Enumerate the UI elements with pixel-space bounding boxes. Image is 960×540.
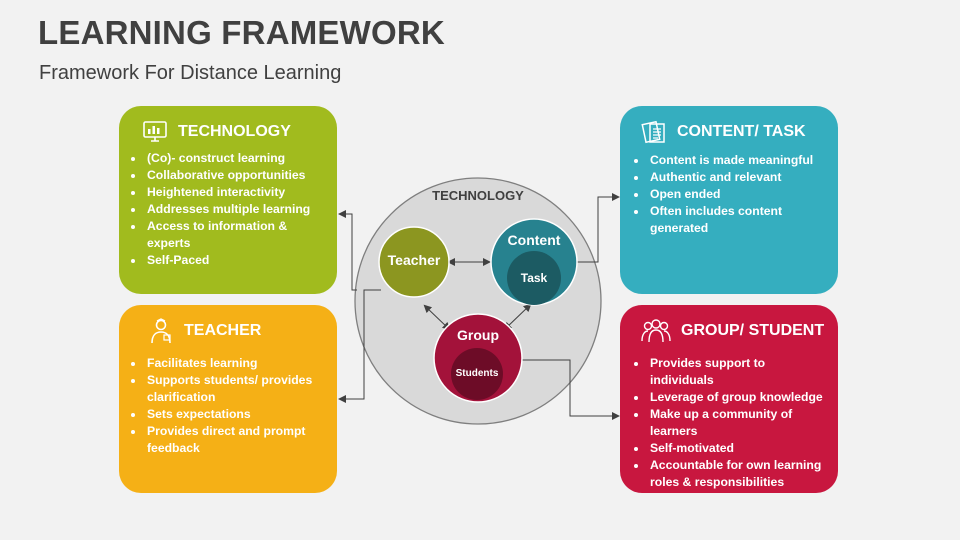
arrow-teacher-group (423, 304, 451, 331)
list-item: Facilitates learning (145, 355, 331, 372)
list-item: Collaborative opportunities (145, 167, 331, 184)
content-list: Content is made meaningful Authentic and… (626, 152, 832, 237)
computer-chart-icon (143, 121, 167, 142)
list-item: Often includes content generated (648, 203, 832, 237)
connector-group (518, 359, 620, 420)
list-item: Make up a community of learners (648, 406, 832, 440)
group-student-box: GROUP/ STUDENT Provides support to indiv… (620, 305, 838, 493)
teacher-icon (151, 318, 171, 344)
teacher-list: Facilitates learning Supports students/ … (123, 355, 331, 457)
documents-icon (641, 120, 665, 144)
list-item: Self-Paced (145, 252, 331, 269)
teacher-label: Teacher (387, 252, 441, 268)
technology-box-title: TECHNOLOGY (178, 123, 291, 140)
list-item: Content is made meaningful (648, 152, 832, 169)
list-item: Leverage of group knowledge (648, 389, 832, 406)
teacher-box: TEACHER Facilitates learning Supports st… (119, 305, 337, 493)
connector-teacher (338, 289, 381, 403)
list-item: Heightened interactivity (145, 184, 331, 201)
students-circle (451, 348, 503, 400)
list-item: Self-motivated (648, 440, 832, 457)
list-item: Provides direct and prompt feedback (145, 423, 331, 457)
task-label: Task (520, 271, 548, 285)
list-item: Provides support to individuals (648, 355, 832, 389)
group-people-icon (641, 319, 671, 343)
technology-list: (Co)- construct learning Collaborative o… (123, 150, 331, 269)
technology-box: TECHNOLOGY (Co)- construct learning Coll… (119, 106, 337, 294)
connector-technology (338, 210, 357, 291)
list-item: Open ended (648, 186, 832, 203)
connector-content (574, 193, 620, 263)
group-box-title: GROUP/ STUDENT (681, 322, 825, 339)
teacher-box-title: TEACHER (184, 322, 262, 339)
content-label: Content (507, 232, 561, 248)
students-label: Students (455, 368, 499, 379)
content-task-box: CONTENT/ TASK Content is made meaningful… (620, 106, 838, 294)
page-subtitle: Framework For Distance Learning (39, 62, 342, 84)
teacher-circle (378, 226, 450, 298)
group-label: Group (457, 327, 499, 343)
task-circle (507, 251, 561, 305)
list-item: Addresses multiple learning (145, 201, 331, 218)
list-item: Sets expectations (145, 406, 331, 423)
outer-technology-label: TECHNOLOGY (432, 188, 524, 203)
page-title: LEARNING FRAMEWORK (38, 14, 445, 51)
list-item: Supports students/ provides clarificatio… (145, 372, 331, 406)
group-list: Provides support to individuals Leverage… (626, 355, 832, 491)
arrow-content-group (503, 303, 532, 331)
list-item: Access to information & experts (145, 218, 331, 252)
list-item: Accountable for own learning roles & res… (648, 457, 832, 491)
content-box-title: CONTENT/ TASK (677, 123, 806, 140)
list-item: Authentic and relevant (648, 169, 832, 186)
list-item: (Co)- construct learning (145, 150, 331, 167)
